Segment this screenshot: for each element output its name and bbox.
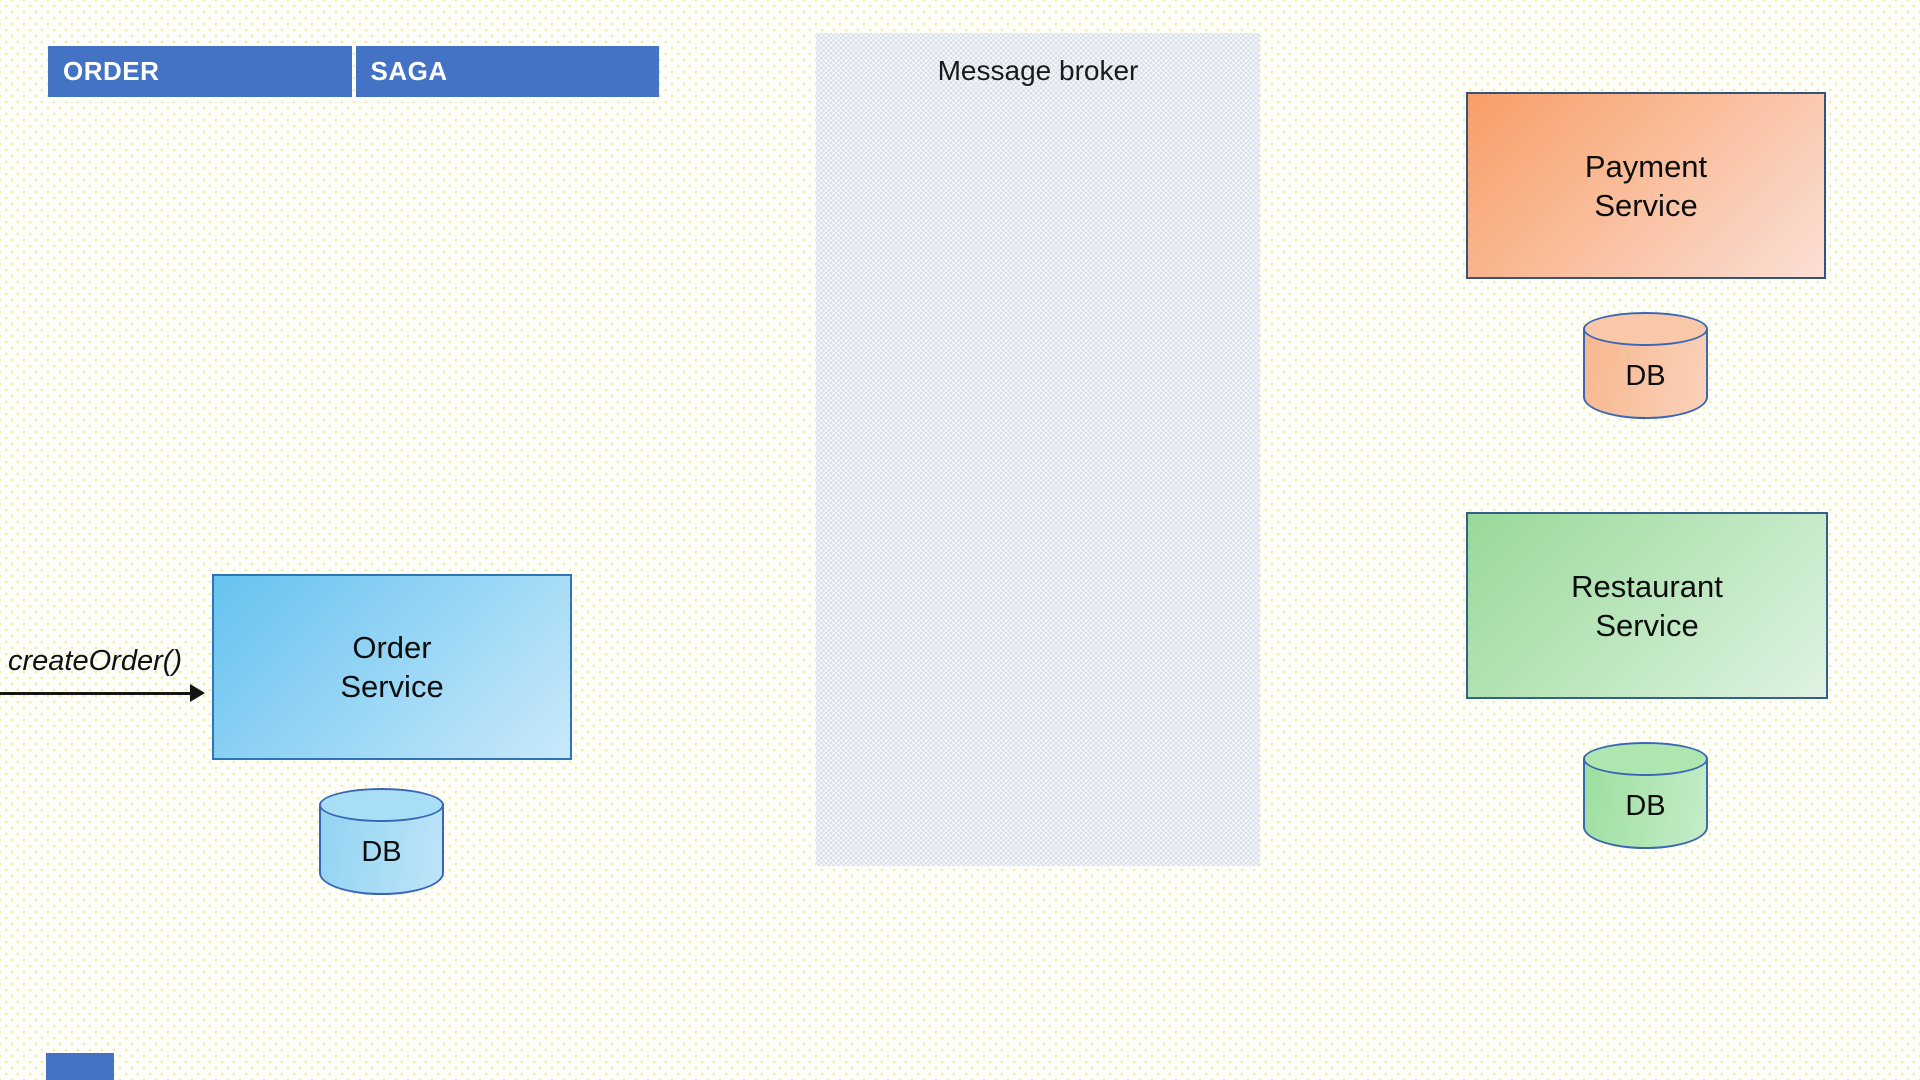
header-saga-label: SAGA — [370, 56, 448, 86]
create-order-arrow-line — [0, 692, 191, 695]
restaurant-service-label-line1: Restaurant — [1571, 568, 1723, 604]
order-db-cylinder: DB — [319, 788, 444, 895]
order-service-box: Order Service — [212, 574, 572, 760]
payment-service-label-line2: Service — [1594, 187, 1698, 223]
header-cell-saga: SAGA — [355, 46, 659, 97]
payment-db-label: DB — [1625, 360, 1666, 392]
message-broker-panel: Message broker — [816, 33, 1260, 866]
header-cell-order: ORDER — [48, 46, 352, 97]
create-order-arrow-head-icon — [190, 684, 205, 702]
order-db-top-ellipse — [319, 788, 444, 822]
order-db-label: DB — [361, 836, 402, 868]
header-order-label: ORDER — [63, 56, 160, 86]
restaurant-db-cylinder: DB — [1583, 742, 1708, 849]
payment-service-box: Payment Service — [1466, 92, 1826, 279]
message-broker-title: Message broker — [937, 55, 1139, 86]
payment-db-top-ellipse — [1583, 312, 1708, 346]
payment-service-label-line1: Payment — [1584, 148, 1708, 184]
order-service-label-line1: Order — [352, 630, 432, 665]
restaurant-service-label-line2: Service — [1595, 607, 1699, 643]
restaurant-service-box: Restaurant Service — [1466, 512, 1828, 699]
create-order-label: createOrder() — [8, 645, 183, 677]
saga-header-table: ORDER SAGA — [48, 46, 659, 97]
order-service-label-line2: Service — [340, 669, 444, 704]
restaurant-db-top-ellipse — [1583, 742, 1708, 776]
payment-db-cylinder: DB — [1583, 312, 1708, 419]
restaurant-db-label: DB — [1625, 790, 1666, 822]
partial-blue-shape — [46, 1053, 114, 1080]
